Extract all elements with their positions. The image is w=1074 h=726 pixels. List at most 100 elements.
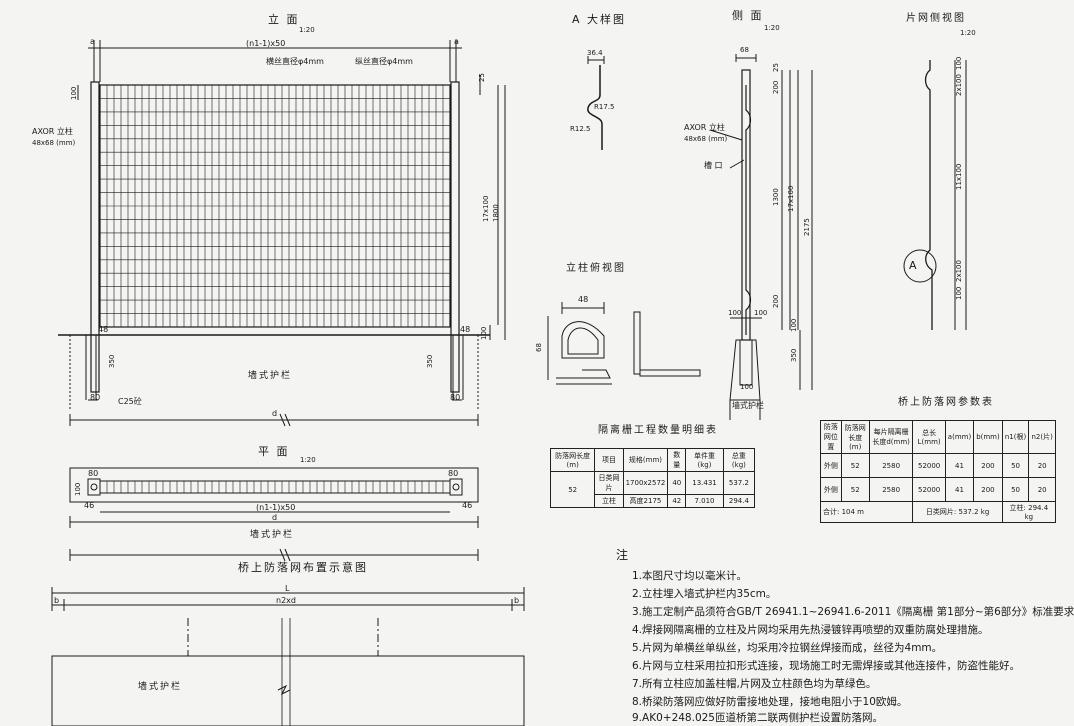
side-dim-2175: 2175 [803, 218, 811, 236]
qty-cell: 日类网片 [594, 471, 624, 495]
dim-25: 25 [478, 73, 486, 82]
layout-title: 桥上防落网布置示意图 [238, 561, 368, 574]
param-header: 防落网长度(m) [840, 420, 870, 454]
qty-table: 防落网长度(m) 项目 规格(mm) 数量 单件重(kg) 总重(kg) 52 … [549, 448, 756, 508]
plan-dim-80-right: 80 [448, 469, 459, 478]
dim-17x100: 17x100 [482, 195, 490, 222]
param-header: a(mm) [944, 420, 975, 454]
side-wall: 墙式护栏 [732, 401, 764, 410]
param-cell: 20 [1028, 453, 1056, 478]
post-top-title: 立柱俯视图 [566, 263, 626, 274]
param-cell: 52 [840, 477, 870, 502]
layout-n2: n2xd [276, 596, 296, 605]
param-cell: 52000 [912, 453, 946, 478]
qty-cell: 1700x2572 [622, 471, 669, 495]
qty-table-title: 隔离栅工程数量明细表 [598, 425, 718, 436]
qty-cell: 40 [667, 471, 687, 495]
detail-dim-36: 36.4 [587, 49, 603, 57]
note-item: 6.片网与立柱采用拉扣形式连接，现场施工时无需焊接或其他连接件，防盗性能好。 [632, 660, 1021, 672]
elevation-wall-label: 墙式护栏 [248, 371, 293, 381]
side-dim-100b: 100 [754, 309, 768, 317]
side-dim-17x100: 17x100 [787, 185, 795, 212]
table-row: 52 日类网片 1700x2572 40 13.431 537.2 [549, 471, 756, 508]
elevation-title: 立 面 [268, 13, 300, 26]
post-top-dim-68: 68 [535, 343, 543, 352]
layout-wall-label: 墙式护栏 [138, 682, 183, 692]
wire-h-label: 横丝直径φ4mm [266, 57, 324, 66]
qty-header: 单件重(kg) [685, 448, 724, 472]
param-cell: 52000 [912, 477, 946, 502]
side-scale: 1:20 [764, 24, 780, 32]
detail-a-title: A 大样图 [572, 13, 627, 26]
note-item: 1.本图尺寸均以毫米计。 [632, 570, 748, 582]
param-cell: 2580 [868, 453, 914, 478]
plan-dim-46-right: 46 [462, 501, 473, 510]
plan-title: 平 面 [258, 445, 290, 458]
param-header: b(mm) [973, 420, 1003, 454]
plan-dim-80-left: 80 [88, 469, 99, 478]
param-header: n2(片) [1028, 420, 1056, 454]
dim-a-right: a [454, 37, 459, 46]
table-row: 立柱 高度2175 42 7.010 294.4 [551, 494, 756, 508]
dim-48-right: 48 [460, 325, 471, 334]
qty-header: 项目 [594, 448, 624, 472]
detail-r175: R17.5 [594, 103, 615, 111]
param-cell: 200 [973, 477, 1003, 502]
side-dim-25: 25 [772, 63, 780, 72]
panel-dim-2x100a: 2x100 [955, 74, 963, 96]
param-table-title: 桥上防落网参数表 [898, 397, 994, 408]
dim-top-spacing: (n1-1)x50 [246, 39, 286, 48]
qty-cell: 立柱 [594, 494, 624, 508]
dim-80-right: 80 [450, 393, 461, 402]
layout-b-left: b [54, 596, 60, 605]
plan-dim-46-left: 46 [84, 501, 95, 510]
param-header: 总长L(mm) [912, 420, 946, 454]
plan-d: d [272, 513, 278, 522]
side-dim-100a: 100 [728, 309, 742, 317]
note-item: 2.立柱埋入墙式护栏内35cm。 [632, 588, 777, 600]
side-dim-100d: 100 [740, 383, 754, 391]
param-table: 防落网位置 防落网长度(m) 每片隔离栅长度d(mm) 总长L(mm) a(mm… [819, 420, 1057, 523]
side-dim-1300: 1300 [772, 188, 780, 206]
panel-dim-2x100b: 2x100 [955, 260, 963, 282]
param-footer-post: 立柱: 294.4 kg [1001, 501, 1057, 523]
note-item: 7.所有立柱应加盖柱帽,片网及立柱颜色均为草绿色。 [632, 678, 877, 690]
dim-1800: 1800 [492, 204, 500, 222]
panel-dim-100b: 100 [955, 286, 963, 300]
layout-L: L [285, 584, 290, 593]
qty-header: 规格(mm) [622, 448, 669, 472]
param-footer-mesh: 日类网片: 537.2 kg [912, 501, 1003, 523]
plan-n1: (n1-1)x50 [256, 503, 296, 512]
dim-100-left: 100 [70, 86, 78, 100]
notes-title: 注 [616, 548, 629, 562]
side-dim-100c: 100 [790, 318, 798, 332]
table-row: 外侧 52 2580 52000 41 200 50 20 [820, 477, 1056, 502]
param-cell: 41 [944, 453, 975, 478]
param-cell: 41 [944, 477, 975, 502]
panel-dim-100a: 100 [955, 56, 963, 70]
side-dim-200b: 200 [772, 294, 780, 308]
side-dim-350: 350 [790, 348, 798, 362]
side-title: 侧 面 [732, 9, 764, 22]
param-cell: 20 [1028, 477, 1056, 502]
layout-b-right: b [514, 596, 520, 605]
qty-header: 总重(kg) [722, 448, 756, 472]
panel-mark-A: A [909, 259, 917, 272]
note-item: 5.片网为单横丝单纵丝，均采用冷拉钢丝焊接而成，丝径为4mm。 [632, 642, 943, 654]
side-dim-200a: 200 [772, 80, 780, 94]
dim-100-right: 100 [480, 326, 488, 340]
c25-label: C25砼 [118, 397, 142, 406]
wire-v-label: 纵丝直径φ4mm [355, 57, 413, 66]
note-item: 4.焊接网隔离栅的立柱及片网均采用先热浸镀锌再喷塑的双重防腐处理措施。 [632, 624, 989, 636]
param-header: n1(根) [1001, 420, 1030, 454]
param-footer-total: 合计: 104 m [819, 501, 914, 523]
panel-side-title: 片网侧视图 [906, 13, 966, 24]
qty-length: 52 [549, 471, 596, 508]
qty-cell: 537.2 [722, 471, 756, 495]
side-groove: 槽 口 [704, 161, 723, 170]
param-header: 防落网位置 [820, 420, 842, 454]
param-cell: 2580 [868, 477, 914, 502]
param-cell: 52 [840, 453, 870, 478]
side-post-size: 48x68 (mm) [684, 135, 728, 143]
